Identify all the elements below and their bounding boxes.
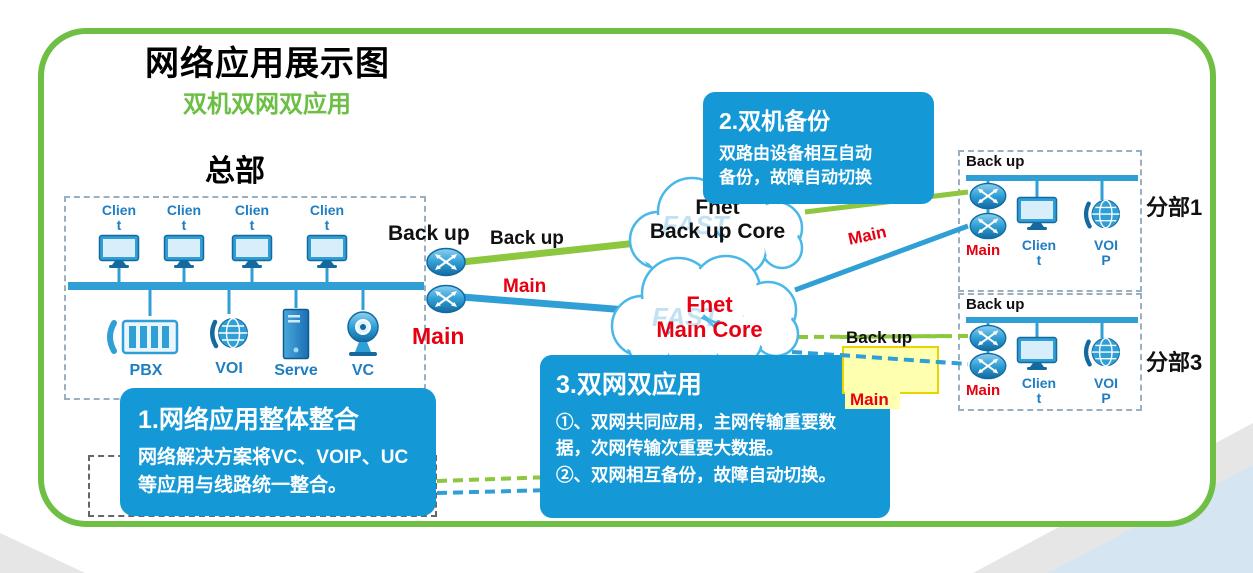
- hq-client-3: Client: [228, 203, 276, 273]
- callout-dual-router-backup: 2.双机备份 双路由设备相互自动备份，故障自动切换: [703, 92, 934, 204]
- callout-3-title: 3.双网双应用: [556, 371, 702, 399]
- client-computer-icon: [306, 235, 348, 269]
- branch1-voip-icon: [1083, 199, 1121, 229]
- voip-label: VOI: [215, 360, 243, 377]
- branch3-voip-icon: [1083, 337, 1121, 367]
- headquarters-label: 总部: [205, 155, 265, 188]
- hq-backup-router-label: Back up: [388, 222, 470, 245]
- branch3-voip-label: VOIP: [1093, 375, 1119, 406]
- branch1-main-router-icon: [969, 212, 1007, 240]
- branch3-main-link-label: Main: [850, 390, 889, 409]
- backup-cloud-role: Back up Core: [649, 220, 786, 244]
- hq-main-router-label: Main: [412, 323, 465, 349]
- branch1-voip-label: VOIP: [1093, 237, 1119, 268]
- vc-label: VC: [351, 362, 375, 379]
- callout-1-title: 1.网络应用整体整合: [138, 406, 359, 434]
- branch3-main-label: Main: [966, 382, 1001, 399]
- branch3-name: 分部3: [1146, 350, 1203, 375]
- branch3-client-icon: [1016, 336, 1058, 370]
- client-label: Client: [101, 202, 137, 233]
- corner-decoration-left: [0, 533, 85, 573]
- hq-backup-router-icon: [426, 247, 466, 277]
- server-icon: [282, 308, 310, 360]
- voip-phone-icon: [210, 317, 248, 349]
- callout-1-body: 网络解决方案将VC、VOIP、UC等应用与线路统一整合。: [138, 447, 409, 496]
- branch1-backup-router-icon: [969, 182, 1007, 210]
- callout-3-body-1: ①、双网共同应用，主网传输重要数据，次网传输次重要大数据。: [556, 412, 836, 459]
- branch3-main-router-icon: [969, 352, 1007, 380]
- branch1-client-label: Client: [1021, 237, 1057, 268]
- client-label: Client: [234, 202, 270, 233]
- client-computer-icon: [98, 235, 140, 269]
- hq-client-2: Client: [160, 203, 208, 273]
- main-cloud-name: Fnet: [686, 292, 733, 317]
- backup-link-label: Back up: [490, 228, 564, 249]
- callout-2-body: 双路由设备相互自动备份，故障自动切换: [719, 144, 872, 187]
- main-link-label: Main: [503, 276, 547, 297]
- branch3-client-label: Client: [1021, 375, 1057, 406]
- main-cloud-role: Main Core: [656, 317, 763, 343]
- hq-client-1: Client: [95, 203, 143, 273]
- branch1-name: 分部1: [1146, 195, 1203, 220]
- client-label: Client: [166, 202, 202, 233]
- main-cloud-text: Fnet Main Core: [612, 292, 807, 343]
- client-label: Client: [309, 202, 345, 233]
- branch3-backup-link-label: Back up: [846, 328, 913, 347]
- branch1-backup-label: Back up: [966, 153, 1025, 170]
- callout-dual-network-apps: 3.双网双应用 ①、双网共同应用，主网传输重要数据，次网传输次重要大数据。 ②、…: [540, 355, 890, 518]
- server-label: Serve: [274, 362, 318, 379]
- callout-3-body-2: ②、双网相互备份，故障自动切换。: [556, 464, 836, 485]
- branch1-client-icon: [1016, 196, 1058, 230]
- hq-client-4: Client: [303, 203, 351, 273]
- client-computer-icon: [163, 235, 205, 269]
- pbx-icon: [107, 319, 179, 355]
- callout-2-title: 2.双机备份: [719, 108, 831, 134]
- branch1-main-label: Main: [966, 242, 1001, 259]
- pbx-label: PBX: [129, 362, 163, 379]
- client-computer-icon: [231, 235, 273, 269]
- callout-network-integration: 1.网络应用整体整合 网络解决方案将VC、VOIP、UC等应用与线路统一整合。: [120, 388, 436, 516]
- branch3-backup-router-icon: [969, 324, 1007, 352]
- branch1-box: [958, 150, 1142, 292]
- video-camera-icon: [347, 311, 379, 356]
- page-title: 网络应用展示图: [145, 45, 390, 83]
- hq-main-router-icon: [426, 284, 466, 314]
- page-subtitle: 双机双网双应用: [183, 91, 351, 118]
- branch3-backup-label: Back up: [966, 296, 1025, 313]
